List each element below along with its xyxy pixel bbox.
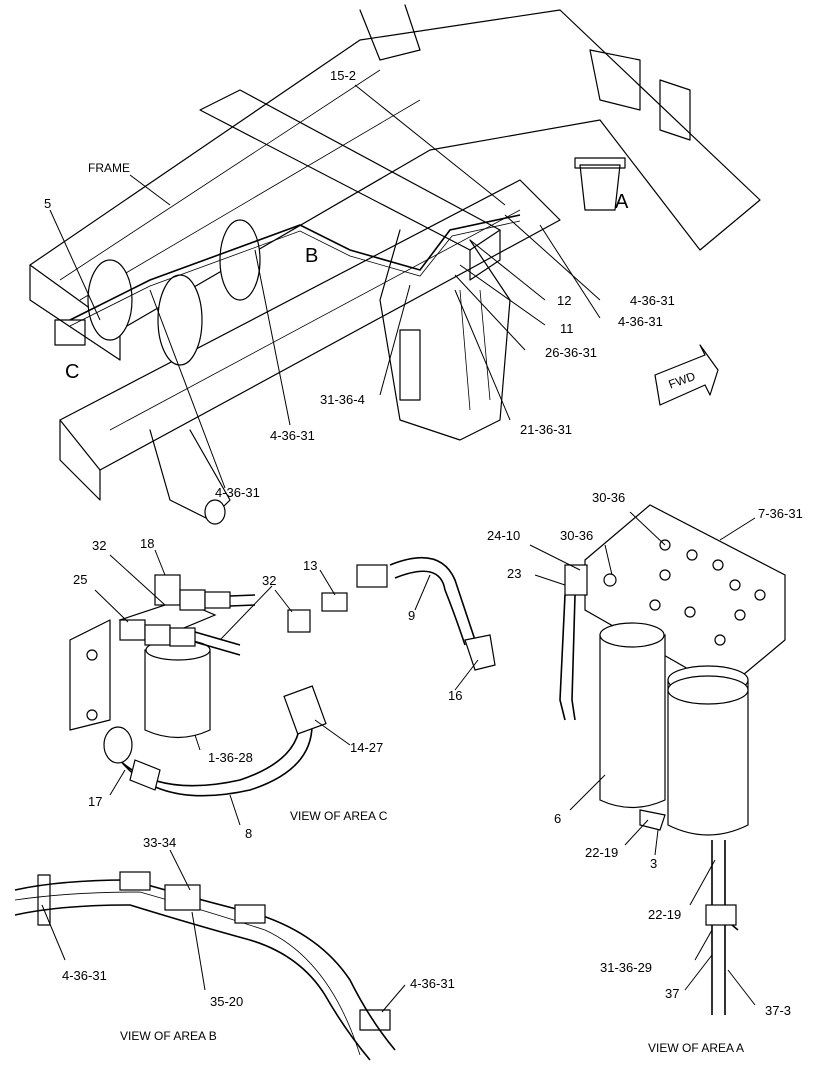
label-4-36-31-d: 4-36-31 bbox=[215, 485, 260, 500]
label-fwd: FWD bbox=[667, 369, 698, 392]
label-a-30-36a: 30-36 bbox=[592, 490, 625, 505]
label-c-25: 25 bbox=[73, 572, 87, 587]
area-c-leaders bbox=[94, 549, 479, 826]
label-a-22-19a: 22-19 bbox=[585, 845, 618, 860]
label-a-3: 3 bbox=[650, 856, 657, 871]
area-a-leaders bbox=[529, 511, 756, 1006]
area-b-leaders bbox=[41, 849, 406, 1013]
label-b-4-36-31a: 4-36-31 bbox=[62, 968, 107, 983]
label-4-36-31-b: 4-36-31 bbox=[618, 314, 663, 329]
label-11: 11 bbox=[560, 321, 574, 336]
label-a-31-36-29: 31-36-29 bbox=[600, 960, 652, 975]
label-a-6: 6 bbox=[554, 811, 561, 826]
label-31-36-4: 31-36-4 bbox=[320, 392, 365, 407]
label-15-2: 15-2 bbox=[330, 68, 356, 83]
label-area-a: A bbox=[615, 191, 629, 213]
frame-assembly-drawing bbox=[29, 4, 761, 525]
label-12: 12 bbox=[557, 293, 571, 308]
label-c-16: 16 bbox=[448, 688, 462, 703]
label-area-b: B bbox=[305, 245, 318, 267]
label-a-30-36b: 30-36 bbox=[560, 528, 593, 543]
label-c-32b: 32 bbox=[262, 573, 276, 588]
label-c-18: 18 bbox=[140, 536, 154, 551]
label-a-24-10: 24-10 bbox=[487, 528, 520, 543]
label-b-4-36-31b: 4-36-31 bbox=[410, 976, 455, 991]
label-view-b: VIEW OF AREA B bbox=[120, 1029, 217, 1043]
label-4-36-31-c: 4-36-31 bbox=[270, 428, 315, 443]
callout-labels: FRAME 5 15-2 A B C 12 11 4-36-31 4-36-31… bbox=[44, 68, 803, 1055]
label-c-32a: 32 bbox=[92, 538, 106, 553]
label-21-36-31: 21-36-31 bbox=[520, 422, 572, 437]
label-c-9: 9 bbox=[408, 608, 415, 623]
label-b-33-34: 33-34 bbox=[143, 835, 176, 850]
label-a-22-19b: 22-19 bbox=[648, 907, 681, 922]
label-view-a: VIEW OF AREA A bbox=[648, 1041, 744, 1055]
area-b-drawing bbox=[14, 871, 396, 1061]
label-5: 5 bbox=[44, 196, 51, 211]
label-c-1-36-28: 1-36-28 bbox=[208, 750, 253, 765]
label-view-c: VIEW OF AREA C bbox=[290, 809, 388, 823]
label-a-7-36-31: 7-36-31 bbox=[758, 506, 803, 521]
label-c-14-27: 14-27 bbox=[350, 740, 383, 755]
label-b-35-20: 35-20 bbox=[210, 994, 243, 1009]
label-26-36-31: 26-36-31 bbox=[545, 345, 597, 360]
label-a-23: 23 bbox=[507, 566, 521, 581]
area-c-drawing bbox=[69, 557, 496, 797]
label-frame: FRAME bbox=[88, 161, 130, 175]
main-leaders bbox=[49, 84, 601, 489]
label-4-36-31-a: 4-36-31 bbox=[630, 293, 675, 308]
label-area-c: C bbox=[65, 361, 79, 383]
label-a-37: 37 bbox=[665, 986, 679, 1001]
label-c-17: 17 bbox=[88, 794, 102, 809]
label-c-8: 8 bbox=[245, 826, 252, 841]
area-a-drawing bbox=[559, 504, 786, 1015]
label-c-13: 13 bbox=[303, 558, 317, 573]
label-a-37-3: 37-3 bbox=[765, 1003, 791, 1018]
